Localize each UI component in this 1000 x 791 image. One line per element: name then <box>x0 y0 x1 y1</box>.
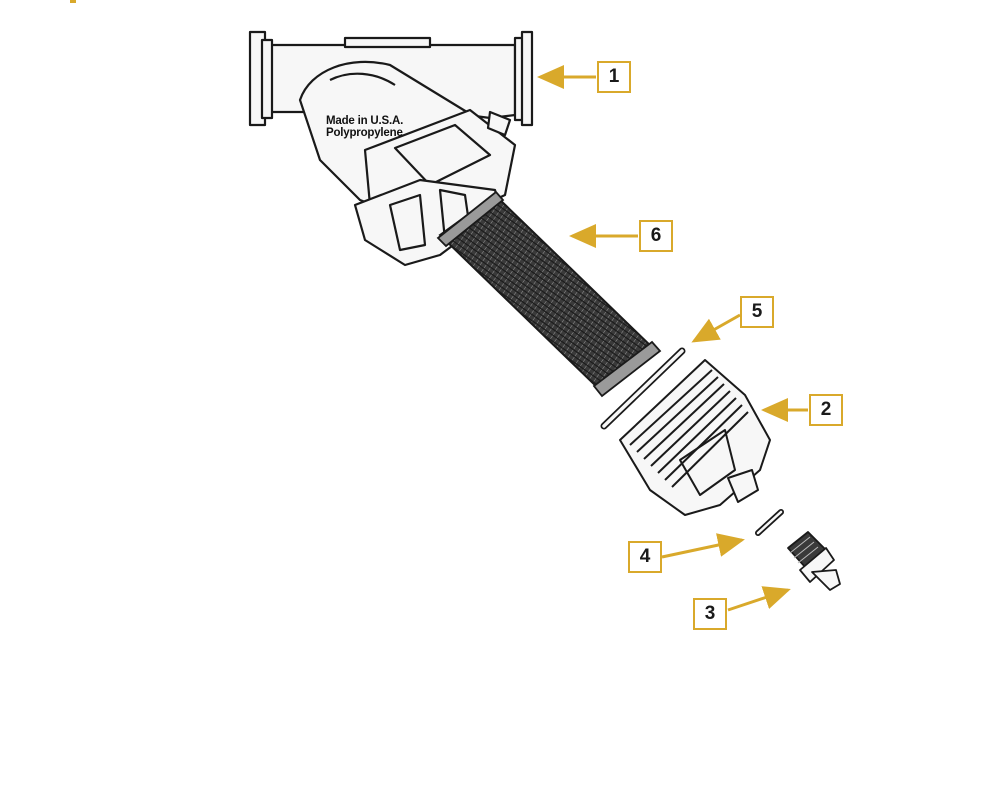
screen-part-6 <box>436 190 662 398</box>
small-oring-part-4 <box>755 509 784 536</box>
callout-1: 1 <box>597 61 631 93</box>
callout-arrows <box>537 65 808 612</box>
threaded-cap-part-2 <box>619 359 771 516</box>
gasket-part-5 <box>600 347 686 430</box>
arrow-5 <box>691 313 741 343</box>
callout-5: 5 <box>740 296 774 328</box>
stamp-line-2: Polypropylene <box>326 127 403 139</box>
callout-2: 2 <box>809 394 843 426</box>
body-stamp-text: Made in U.S.A. Polypropylene <box>326 115 403 139</box>
drain-plug-part-3 <box>787 531 841 591</box>
callout-3: 3 <box>693 598 727 630</box>
strainer-body-part-1 <box>248 30 534 267</box>
callout-6: 6 <box>639 220 673 252</box>
corner-accent-mark <box>70 0 76 3</box>
stamp-line-1: Made in U.S.A. <box>326 115 404 127</box>
arrow-3 <box>727 586 791 612</box>
arrow-4 <box>661 533 745 559</box>
callout-4: 4 <box>628 541 662 573</box>
